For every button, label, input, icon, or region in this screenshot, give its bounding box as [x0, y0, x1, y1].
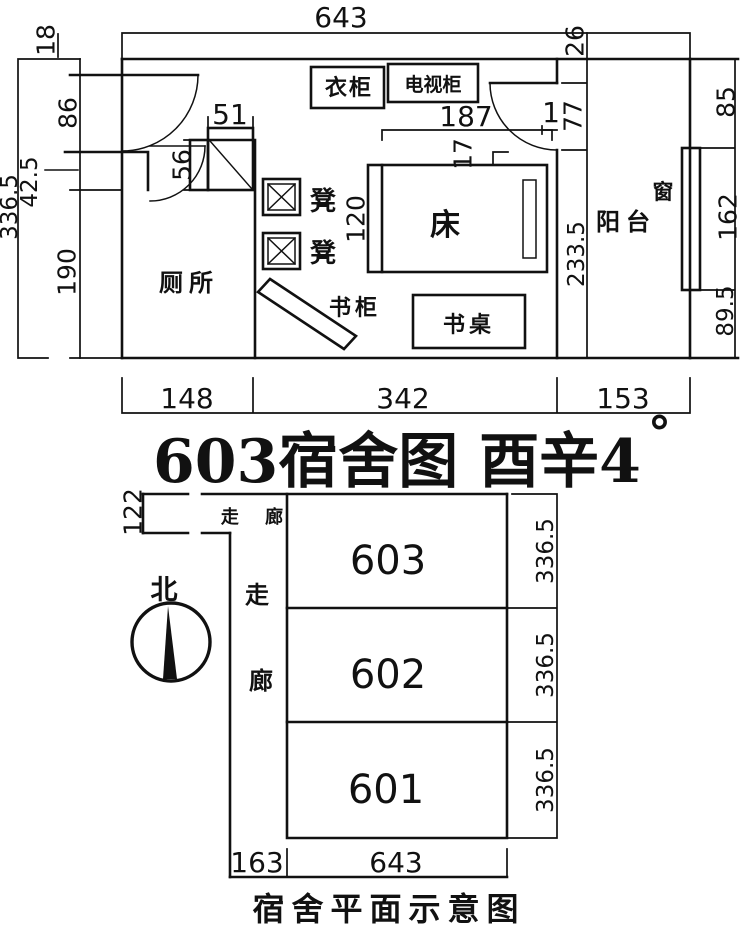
dim-text-190: 190 [53, 248, 82, 296]
right-wall-extensions [688, 57, 740, 360]
desk-label: 书桌 [443, 312, 495, 338]
corridor-label-vertical-1: 走 [245, 580, 269, 609]
bottom-dim-ticks [286, 848, 508, 878]
dim-text-77: 77 [559, 100, 588, 132]
bed [366, 163, 549, 274]
bed-pillow [522, 179, 537, 259]
plan-caption: 宿舍平面示意图 [252, 890, 525, 928]
corner-cabinet-box [206, 126, 255, 192]
dim-text-85: 85 [712, 86, 741, 118]
entry-door-arc [121, 74, 199, 152]
dim-text-336-5-room603: 336.5 [533, 518, 559, 584]
room-number-603: 603 [350, 538, 426, 584]
page-title: 603宿舍图 酉辛4 [153, 427, 641, 497]
bottom-plan: 北 走 廊 走 廊 603 602 601 122 336.5 336.5 33… [119, 488, 560, 879]
rooms-outline [285, 492, 509, 840]
compass-circle [130, 601, 212, 683]
dim-text-153: 153 [596, 382, 649, 415]
stool-2 [261, 231, 302, 271]
dim-text-342: 342 [376, 382, 429, 415]
dim-text-1: 1 [542, 96, 560, 129]
cabinet-dim-ticks [183, 116, 254, 191]
stool-label-2: 凳 [310, 239, 336, 269]
dim-text-643: 643 [314, 1, 367, 34]
dim-text-163: 163 [230, 846, 283, 879]
rooms-dim-column [506, 493, 558, 839]
dim-line-643 [121, 32, 691, 58]
balcony-label: 阳台 [596, 207, 656, 236]
left-wall-ticks [69, 189, 123, 359]
room-number-602: 602 [350, 652, 426, 698]
plan-title: 603宿舍图 酉辛4 ° [153, 406, 671, 497]
wardrobe-box [309, 65, 386, 110]
dim-text-148: 148 [160, 382, 213, 415]
dim-text-233-5: 233.5 [564, 221, 590, 287]
dim-text-643-bottom: 643 [369, 846, 422, 879]
tv-cabinet-box [386, 62, 480, 104]
dim-text-187: 187 [439, 100, 492, 133]
desk-box [411, 293, 527, 350]
window-label: 窗 [653, 179, 674, 204]
top-plan: 643 18 86 42.5 190 336.5 51 56 187 17 1 … [0, 1, 741, 415]
toilet-step-wall [63, 150, 150, 192]
dim-text-89-5: 89.5 [713, 285, 739, 336]
corridor-label-horizontal: 走 廊 [221, 506, 293, 528]
north-compass: 北 [130, 575, 212, 683]
dim-column-right-inner [561, 32, 588, 359]
bookcase-label: 书柜 [329, 295, 381, 321]
dim-text-42-5: 42.5 [17, 156, 43, 207]
dim-line-336-5-left [17, 33, 81, 359]
room-number-601: 601 [348, 767, 424, 813]
dim-row-bottom [121, 377, 691, 414]
corner-cabinet-strip [188, 138, 210, 192]
stool-1 [261, 177, 302, 217]
wardrobe-label: 衣柜 [325, 75, 373, 101]
bookcase-diagonal [256, 277, 358, 351]
dim-text-336-5: 336.5 [0, 174, 23, 240]
dim-text-26: 26 [561, 25, 590, 57]
dim-text-122: 122 [119, 488, 148, 536]
dim-bracket-17 [492, 151, 509, 165]
dim-text-336-5-room602: 336.5 [533, 632, 559, 698]
bed-label: 床 [430, 208, 460, 243]
dim-text-56: 56 [168, 149, 197, 181]
dim-text-336-5-room601: 336.5 [533, 747, 559, 813]
north-label: 北 [151, 575, 178, 606]
dim-text-86: 86 [54, 97, 83, 129]
corridor-label-vertical-2: 廊 [249, 666, 273, 695]
compass-needle [163, 606, 177, 679]
dim-text-51: 51 [212, 98, 248, 131]
dim-tick-1 [541, 125, 558, 135]
dim-text-18: 18 [32, 24, 61, 56]
dim-column-right-outer [699, 58, 736, 359]
stool-label-1: 凳 [310, 187, 336, 217]
toilet-label: 厕所 [159, 268, 219, 297]
dim-text-17: 17 [449, 138, 478, 170]
dim-text-162: 162 [714, 193, 741, 241]
dim-text-120: 120 [342, 195, 371, 243]
dim-line-187 [381, 129, 553, 141]
window-frame [680, 146, 702, 292]
tv-cabinet-label: 电视柜 [404, 73, 461, 96]
title-degree-symbol: ° [648, 406, 671, 460]
corner-cabinet-diagonal [208, 139, 254, 191]
